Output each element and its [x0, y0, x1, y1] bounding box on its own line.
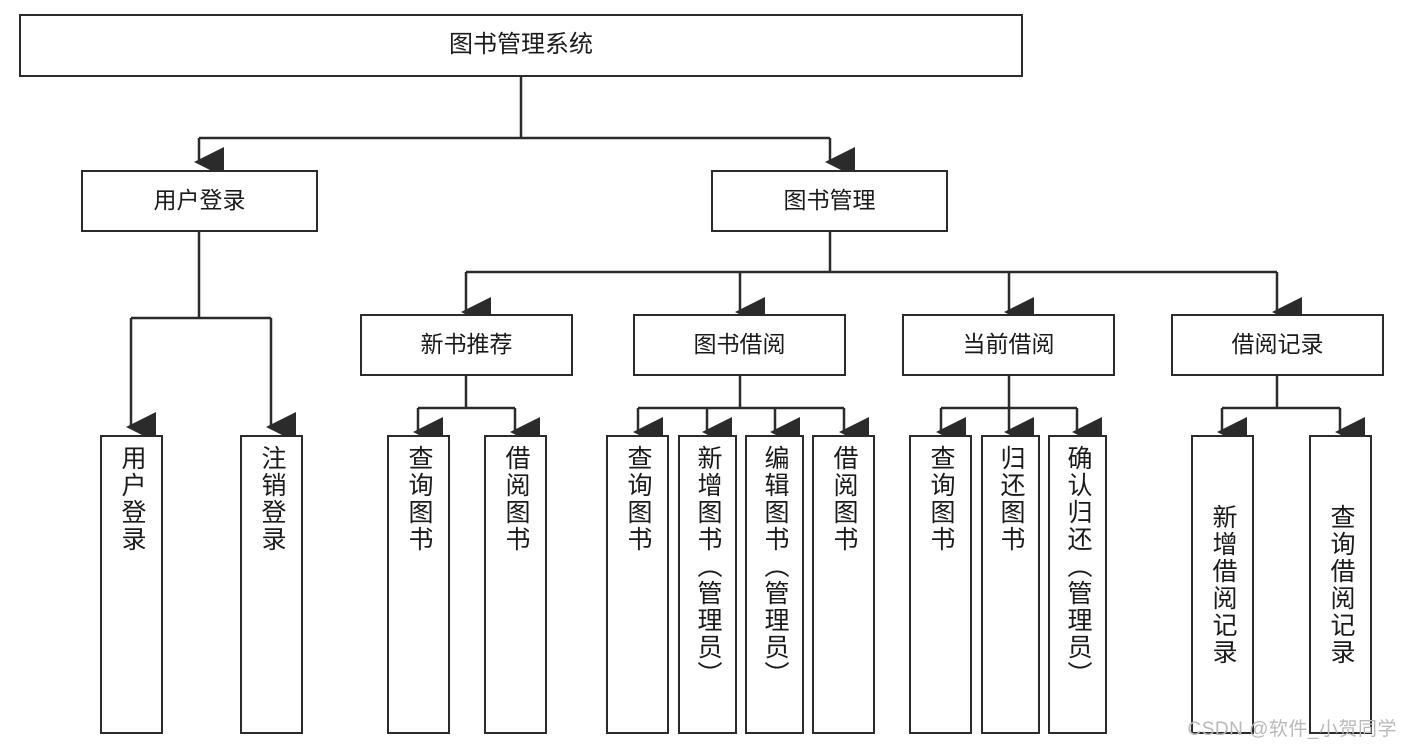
- leaf-record-add-record[interactable]: 新增借阅记录: [1191, 435, 1254, 734]
- node-label: 新书推荐: [420, 331, 513, 358]
- node-label: 新增借阅记录: [1209, 503, 1237, 666]
- leaf-record-query-record[interactable]: 查询借阅记录: [1309, 435, 1372, 734]
- leaf-current-return-book[interactable]: 归还图书: [981, 435, 1040, 734]
- leaf-user-login[interactable]: 用户登录: [100, 435, 163, 734]
- leaf-borrow-query-book[interactable]: 查询图书: [606, 435, 669, 734]
- leaf-recommend-query-book[interactable]: 查询图书: [387, 435, 450, 734]
- node-label: 查询图书: [624, 445, 652, 553]
- node-user-login[interactable]: 用户登录: [81, 170, 318, 232]
- node-label: 当前借阅: [962, 331, 1055, 358]
- node-label: 图书管理: [783, 187, 876, 214]
- node-label: 确认归还（管理员）: [1064, 445, 1092, 688]
- leaf-user-logout[interactable]: 注销登录: [240, 435, 303, 734]
- node-label: 用户登录: [118, 445, 146, 553]
- node-label: 借阅图书: [502, 445, 530, 553]
- leaf-current-confirm-return-admin[interactable]: 确认归还（管理员）: [1048, 435, 1107, 734]
- node-label: 注销登录: [258, 445, 286, 553]
- node-root-system[interactable]: 图书管理系统: [19, 14, 1023, 77]
- leaf-borrow-edit-book-admin[interactable]: 编辑图书（管理员）: [745, 435, 804, 734]
- node-label: 新增图书（管理员）: [694, 445, 722, 688]
- node-label: 借阅图书: [830, 445, 858, 553]
- leaf-borrow-borrow-book[interactable]: 借阅图书: [812, 435, 875, 734]
- node-borrow-record[interactable]: 借阅记录: [1171, 314, 1384, 376]
- node-label: 编辑图书（管理员）: [761, 445, 789, 688]
- leaf-recommend-borrow-book[interactable]: 借阅图书: [484, 435, 547, 734]
- node-book-borrow[interactable]: 图书借阅: [633, 314, 846, 376]
- node-label: 查询图书: [405, 445, 433, 553]
- node-label: 图书借阅: [693, 331, 786, 358]
- node-label: 借阅记录: [1231, 331, 1324, 358]
- node-new-book-recommend[interactable]: 新书推荐: [360, 314, 573, 376]
- node-label: 归还图书: [997, 445, 1025, 553]
- watermark-text: CSDN @软件_小贺同学: [1187, 719, 1397, 740]
- node-current-borrow[interactable]: 当前借阅: [902, 314, 1115, 376]
- node-label: 查询借阅记录: [1327, 503, 1355, 666]
- node-book-management[interactable]: 图书管理: [711, 170, 948, 232]
- node-label: 用户登录: [153, 187, 246, 214]
- leaf-current-query-book[interactable]: 查询图书: [909, 435, 972, 734]
- node-label: 图书管理系统: [449, 31, 593, 59]
- node-label: 查询图书: [927, 445, 955, 553]
- leaf-borrow-add-book-admin[interactable]: 新增图书（管理员）: [678, 435, 737, 734]
